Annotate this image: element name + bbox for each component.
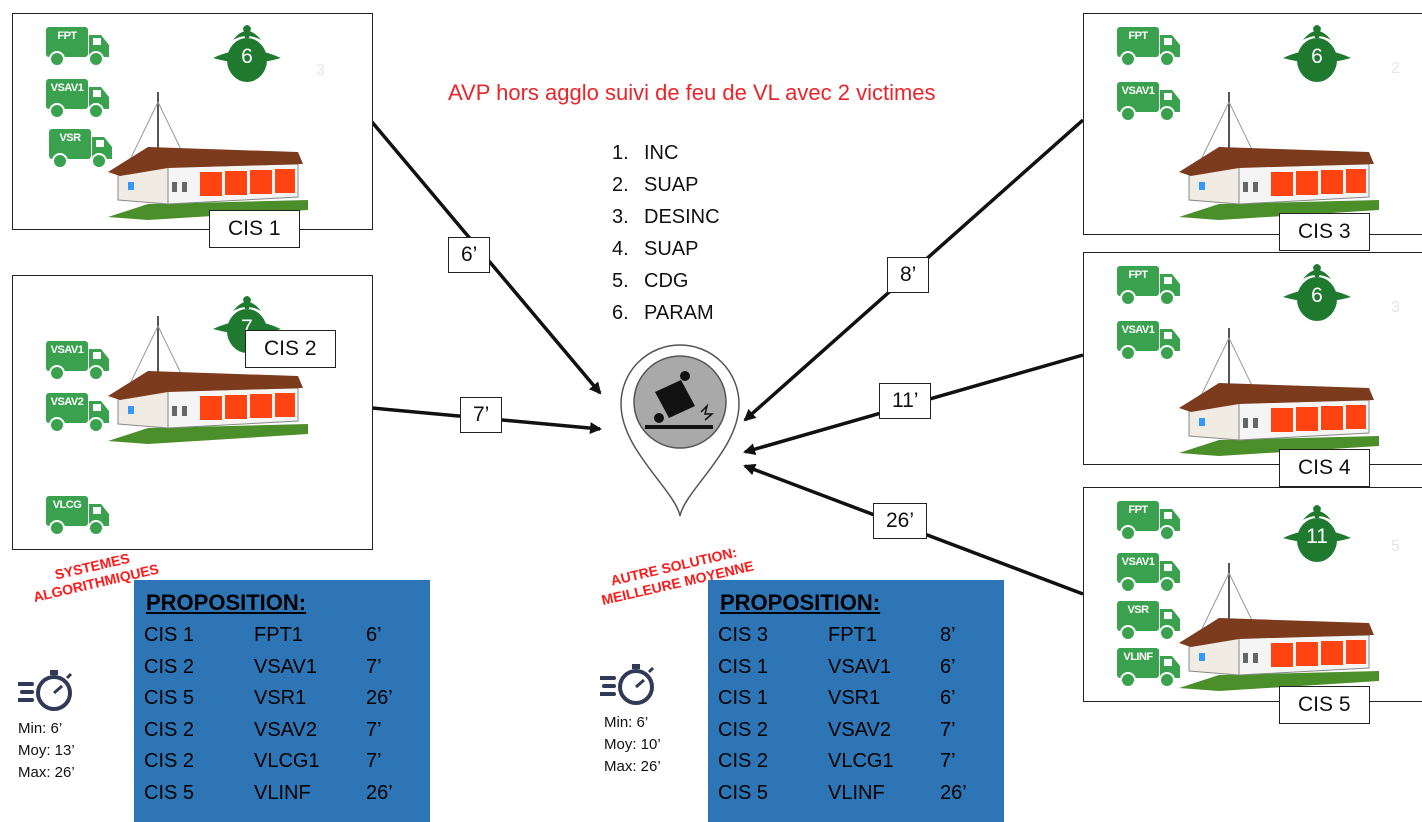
fire-station-icon [108,92,308,222]
proposition-heading: PROPOSITION: [146,590,307,615]
vehicle-fpt-icon: FPT [1117,501,1181,541]
fire-station-icon [1179,563,1379,693]
priority-item: 3.DESINC [612,206,720,228]
fire-station-icon [1179,92,1379,222]
vehicle-vsav1-icon: VSAV1 [1117,82,1181,122]
firefighter-helmet-icon: 6 [1279,261,1355,323]
travel-time-cis5: 26’ [873,503,928,539]
vehicle-vsav1-icon: VSAV1 [46,79,110,119]
vehicle-vsav1-icon: VSAV1 [46,341,110,381]
scenario-title: AVP hors agglo suivi de feu de VL avec 2… [448,80,936,105]
travel-time-cis4: 11’ [879,383,932,419]
priority-item: 6.PARAM [612,302,714,324]
time-stats-best-average: Min: 6’ Moy: 10’ Max: 26’ [604,714,661,775]
vehicle-vsav2-icon: VSAV2 [46,393,110,433]
station-faint-number: 3 [316,62,325,79]
firefighter-helmet-icon: 6 [1279,22,1355,84]
vehicle-vsav1-icon: VSAV1 [1117,553,1181,593]
time-stats-algorithmic: Min: 6’ Moy: 13’ Max: 26’ [18,720,75,781]
cis-station-2: 7 VSAV1 VSAV2 VLCG [12,275,373,550]
priority-item: 1.INC [612,142,679,164]
vehicle-vlcg-icon: VLCG [46,496,110,536]
travel-time-cis3: 8’ [887,257,930,293]
priority-item: 5.CDG [612,270,689,292]
vehicle-fpt-icon: FPT [1117,27,1181,67]
car-accident-icon [645,371,715,429]
firefighter-helmet-icon: 11 [1279,502,1355,564]
travel-time-cis1: 6’ [448,237,491,273]
cis-station-1: FPT VSAV1 VSR 6 3 [12,13,373,230]
priority-list: 1.INC 2.SUAP 3.DESINC 4.SUAP 5.CDG 6.PAR… [612,137,720,329]
vehicle-vlinf-icon: VLINF [1117,648,1181,688]
cis-label-1: CIS 1 [209,210,300,248]
fire-station-icon [1179,328,1379,458]
cis-station-3: FPT VSAV1 6 2 [1083,13,1422,235]
vehicle-fpt-icon: FPT [46,27,110,67]
station-faint-number: 3 [1391,299,1400,316]
cis-label-4: CIS 4 [1279,449,1370,487]
firefighter-helmet-icon: 7 [209,293,285,355]
firefighter-helmet-icon: 6 [209,22,285,84]
stopwatch-icon [18,668,78,712]
cis-station-5: FPT VSAV1 VSR VLINF 11 5 [1083,487,1422,702]
station-faint-number: 2 [1391,60,1400,77]
cis-label-5: CIS 5 [1279,686,1370,724]
proposition-heading: PROPOSITION: [720,590,881,615]
vehicle-vsr-icon: VSR [1117,601,1181,641]
travel-time-cis2: 7’ [460,397,503,433]
cis-label-3: CIS 3 [1279,213,1370,251]
incident-pin [620,344,740,517]
priority-item: 4.SUAP [612,238,699,260]
cis-station-4: FPT VSAV1 6 3 [1083,252,1422,465]
station-faint-number: 5 [1391,538,1400,555]
stopwatch-icon [600,662,660,706]
vehicle-vsr-icon: VSR [49,129,113,169]
priority-item: 2.SUAP [612,174,699,196]
vehicle-vsav1-icon: VSAV1 [1117,321,1181,361]
cis-label-2: CIS 2 [245,330,336,368]
vehicle-fpt-icon: FPT [1117,266,1181,306]
